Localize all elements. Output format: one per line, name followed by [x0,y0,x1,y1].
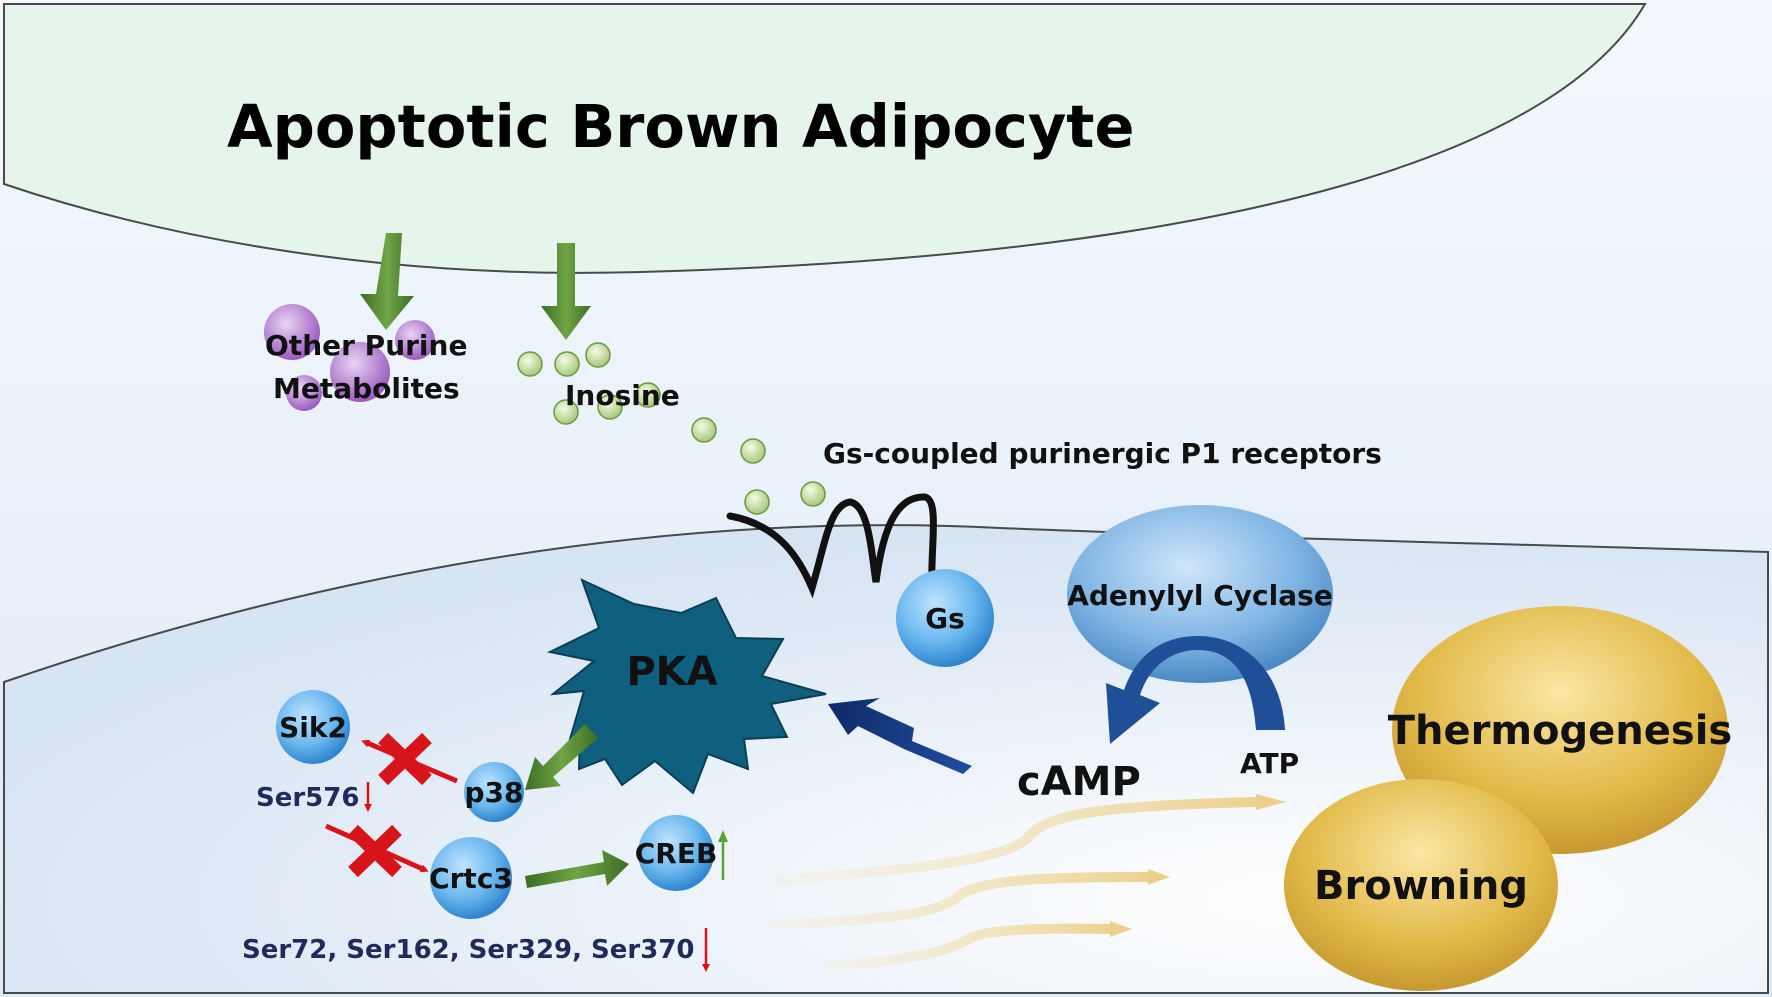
diagram-title: Apoptotic Brown Adipocyte [227,92,1135,161]
p38-sik2-block-cross [378,732,432,786]
crtc3-node [430,837,512,919]
outcome-beam-arrows [765,794,1286,970]
p38-node [464,762,524,822]
inosine-spheres [517,342,826,515]
receptor-label: Gs-coupled purinergic P1 receptors [823,437,1382,470]
inosine-label: Inosine [565,379,680,412]
p38-label: p38 [464,776,523,809]
release-arrow-purines [360,233,414,330]
pka-star [546,578,827,795]
browning-node [1284,779,1558,991]
other-purine-label-line1: Other Purine [265,329,467,362]
crtc3-phosphosites-label: Ser72, Ser162, Ser329, Ser370 [242,935,695,965]
pka-to-p38-arrow [525,724,598,790]
gs-node [896,569,994,667]
crtc3-label: Crtc3 [429,862,513,895]
creb-node [638,815,714,891]
camp-to-pka-arrow [828,698,972,774]
creb-increase-arrow [718,830,728,842]
adenylyl-cyclase-node [1067,505,1333,683]
atp-label: ATP [1240,747,1299,780]
release-arrow-inosine [541,243,591,340]
apoptotic-cell-body [3,3,1647,274]
creb-label: CREB [635,837,718,870]
atp-to-camp-arrow [1106,636,1285,744]
sik2-node [276,690,350,764]
camp-label: cAMP [1017,759,1141,805]
gs-label: Gs [925,602,965,635]
thermogenesis-label: Thermogenesis [1388,708,1732,754]
sik2-label: Sik2 [279,711,347,744]
sik2-phosphosite-label: Ser576 [256,783,359,813]
browning-label: Browning [1314,863,1528,909]
sik2-crtc3-block-cross [348,824,402,878]
crtc3-to-creb-arrow [525,850,629,888]
purine-metabolite-spheres [264,304,435,411]
p1-receptor [726,493,937,599]
pka-label: PKA [626,649,717,695]
adenylyl-cyclase-label: Adenylyl Cyclase [1067,579,1333,612]
other-purine-label-line2: Metabolites [273,372,460,405]
